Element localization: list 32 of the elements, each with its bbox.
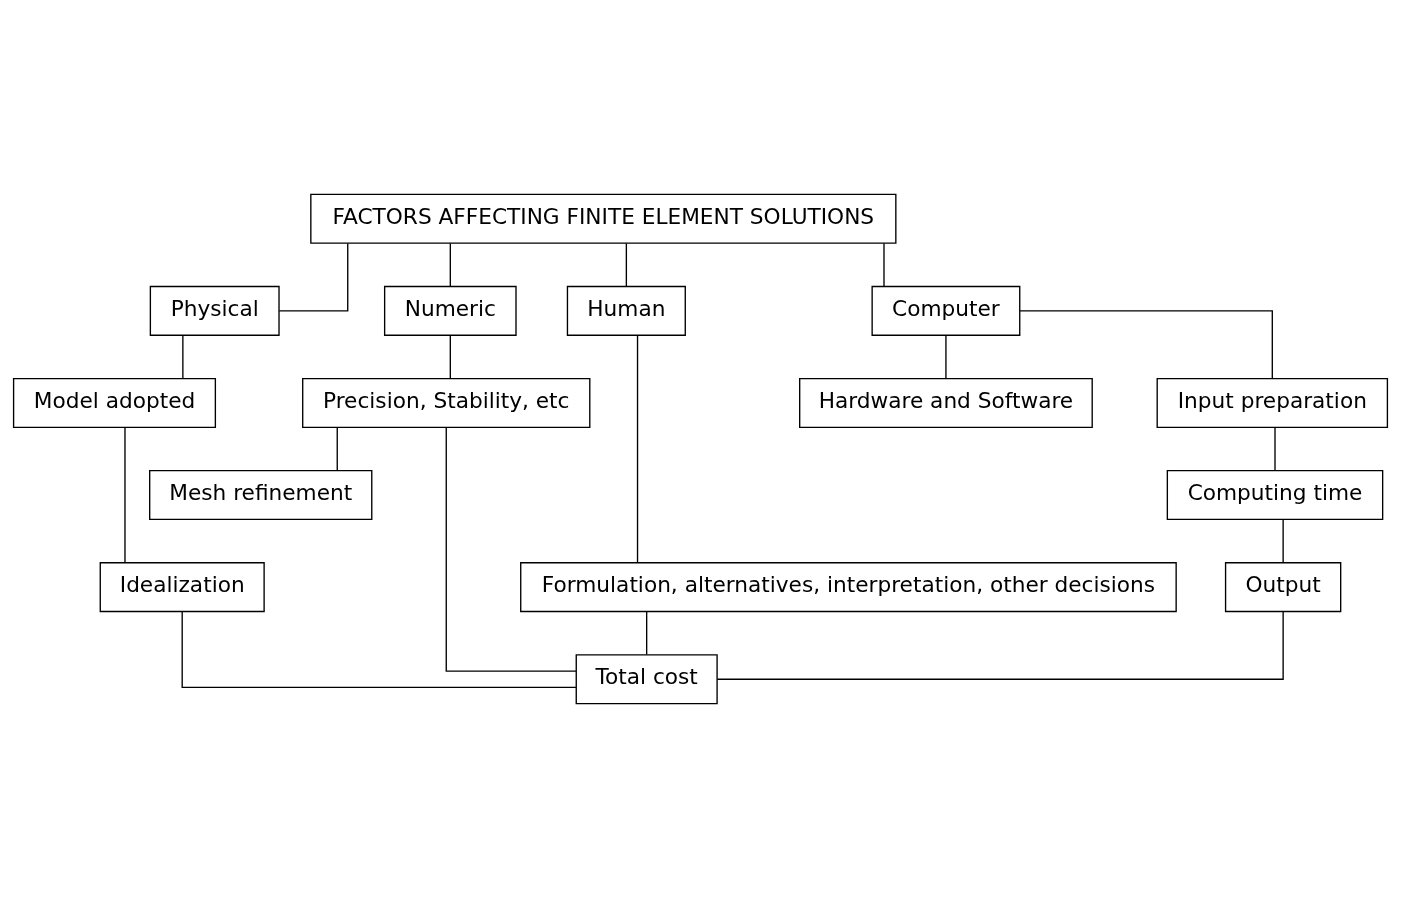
node-box: Input preparation (1156, 377, 1389, 428)
connector (625, 242, 628, 287)
connector (1274, 426, 1276, 471)
connector (1282, 519, 1284, 564)
connector (182, 334, 184, 379)
connector (449, 334, 451, 379)
connector (646, 611, 648, 656)
connector (181, 611, 577, 688)
node-box: Idealization (99, 562, 265, 613)
node-box: Model adopted (12, 377, 217, 428)
connector (636, 334, 639, 564)
node-box: FACTORS AFFECTING FINITE ELEMENT SOLUTIONS (310, 193, 897, 244)
node-box: Computer (871, 285, 1021, 336)
node-box: Formulation, alternatives, interpretation, other decisions (520, 562, 1177, 613)
connector (449, 242, 451, 287)
node-box: Output (1224, 562, 1342, 613)
connector (124, 426, 126, 564)
node-box: Computing time (1166, 470, 1384, 521)
connector (883, 242, 885, 287)
node-box: Human (566, 285, 686, 336)
node-box: Numeric (383, 285, 517, 336)
node-box: Physical (149, 285, 280, 336)
node-box: Precision, Stability, etc (302, 377, 591, 428)
connector (336, 426, 338, 471)
connector (945, 334, 947, 379)
node-box: Total cost (575, 654, 718, 705)
connector (716, 611, 1284, 680)
node-box: Hardware and Software (799, 377, 1093, 428)
node-box: Mesh refinement (149, 470, 373, 521)
connector (278, 242, 349, 312)
connector (1019, 310, 1273, 379)
connector (445, 427, 577, 672)
